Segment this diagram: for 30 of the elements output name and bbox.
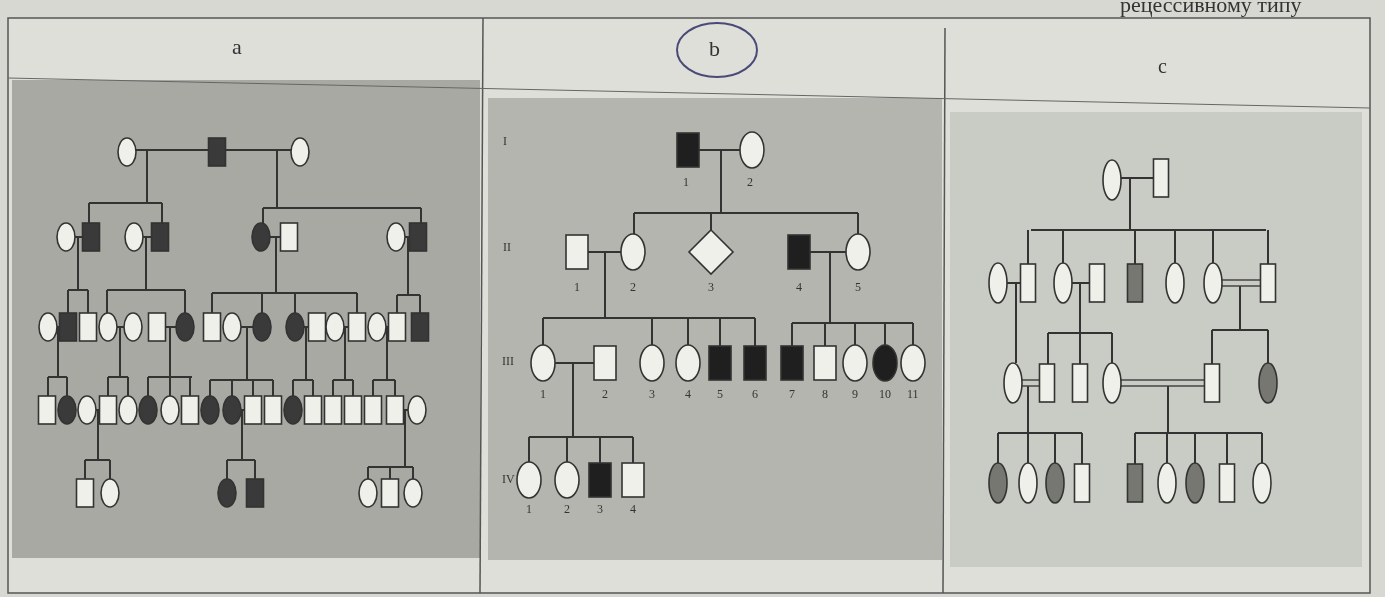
individual-number: 5 <box>855 281 861 293</box>
individual-number: 10 <box>879 388 891 400</box>
column-heading: b <box>709 38 720 60</box>
individual-number: 8 <box>822 388 828 400</box>
individual-number: 5 <box>717 388 723 400</box>
individual-number: 1 <box>526 503 532 515</box>
individual-number: 2 <box>630 281 636 293</box>
individual-number: 6 <box>752 388 758 400</box>
individual-number: 1 <box>574 281 580 293</box>
individual-number: 2 <box>602 388 608 400</box>
individual-number: 2 <box>564 503 570 515</box>
individual-number: 11 <box>907 388 919 400</box>
individual-number: 1 <box>683 176 689 188</box>
individual-number: 4 <box>630 503 636 515</box>
individual-number: 4 <box>796 281 802 293</box>
generation-numeral: II <box>503 241 511 253</box>
cut-off-caption: рецессивному типу <box>1120 0 1302 16</box>
individual-number: 1 <box>540 388 546 400</box>
generation-numeral: I <box>503 135 507 147</box>
individual-number: 2 <box>747 176 753 188</box>
generation-numeral: III <box>502 355 514 367</box>
individual-number: 7 <box>789 388 795 400</box>
column-heading: c <box>1158 56 1167 76</box>
generation-numeral: IV <box>502 473 515 485</box>
individual-number: 3 <box>597 503 603 515</box>
individual-number: 4 <box>685 388 691 400</box>
column-heading: a <box>232 36 242 58</box>
individual-number: 3 <box>649 388 655 400</box>
individual-number: 3 <box>708 281 714 293</box>
individual-number: 9 <box>852 388 858 400</box>
